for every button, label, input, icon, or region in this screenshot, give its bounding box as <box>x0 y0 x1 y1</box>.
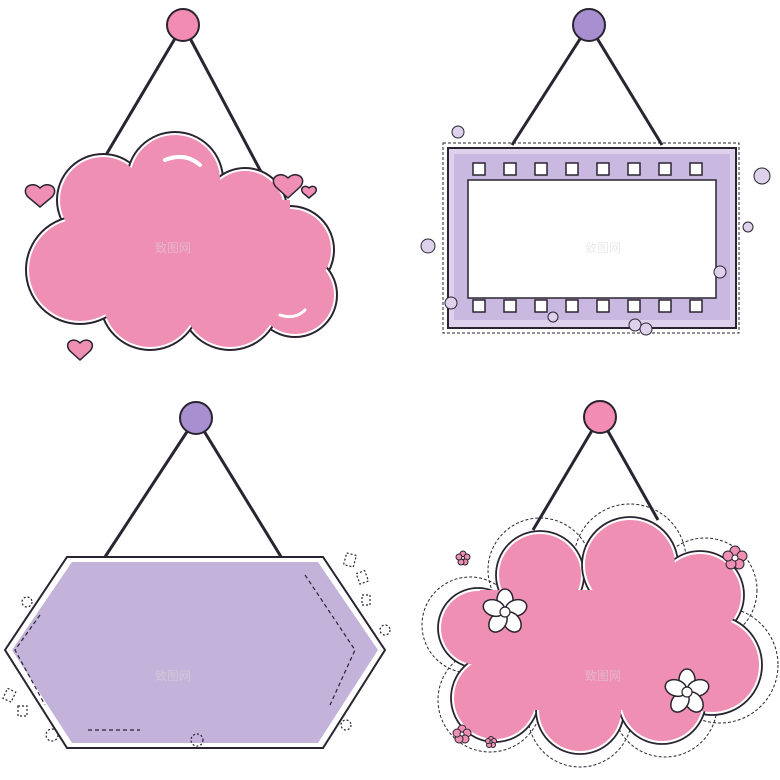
heart-decorations <box>24 174 318 362</box>
small-flower-decorations <box>452 545 748 748</box>
bubble-decorations <box>420 125 771 336</box>
heart-icon <box>300 185 318 199</box>
heart-icon <box>272 174 304 200</box>
flower-cloud-sign <box>421 400 779 768</box>
flower-icon <box>452 724 472 744</box>
heart-icon <box>66 339 94 362</box>
watermark-text: 致图网 <box>155 669 191 683</box>
hanging-string <box>510 24 664 146</box>
cloud-sign <box>24 8 338 362</box>
dashed-inner-line <box>304 574 356 706</box>
flower-icon <box>722 545 748 570</box>
flower-icon <box>482 588 528 633</box>
frame-dashed-border <box>442 142 740 334</box>
pin <box>572 8 606 42</box>
pin <box>583 400 617 434</box>
film-frame-sign <box>420 8 771 336</box>
hexagon-sign <box>2 401 391 749</box>
flower-icon <box>455 550 471 566</box>
pin <box>166 8 200 42</box>
pin <box>179 401 213 435</box>
frame-window <box>467 179 717 299</box>
watermark-text: 致图网 <box>155 241 191 255</box>
film-holes-bottom <box>472 299 703 313</box>
flower-icon <box>664 668 710 713</box>
cloud-shape <box>25 131 338 351</box>
dashed-inner-line <box>14 614 46 706</box>
watermark-text: 致图网 <box>585 241 621 255</box>
hanging-string <box>101 417 285 561</box>
watermarks: 致图网 致图网 致图网 致图网 <box>155 241 621 683</box>
heart-icon <box>24 184 56 208</box>
flower-icon <box>485 736 497 748</box>
hanging-string <box>531 416 660 531</box>
hanging-string <box>101 24 270 186</box>
sparkle-decorations <box>2 552 391 747</box>
hexagon-fill <box>12 562 378 743</box>
watermark-text: 致图网 <box>585 669 621 683</box>
film-holes-top <box>472 162 703 176</box>
